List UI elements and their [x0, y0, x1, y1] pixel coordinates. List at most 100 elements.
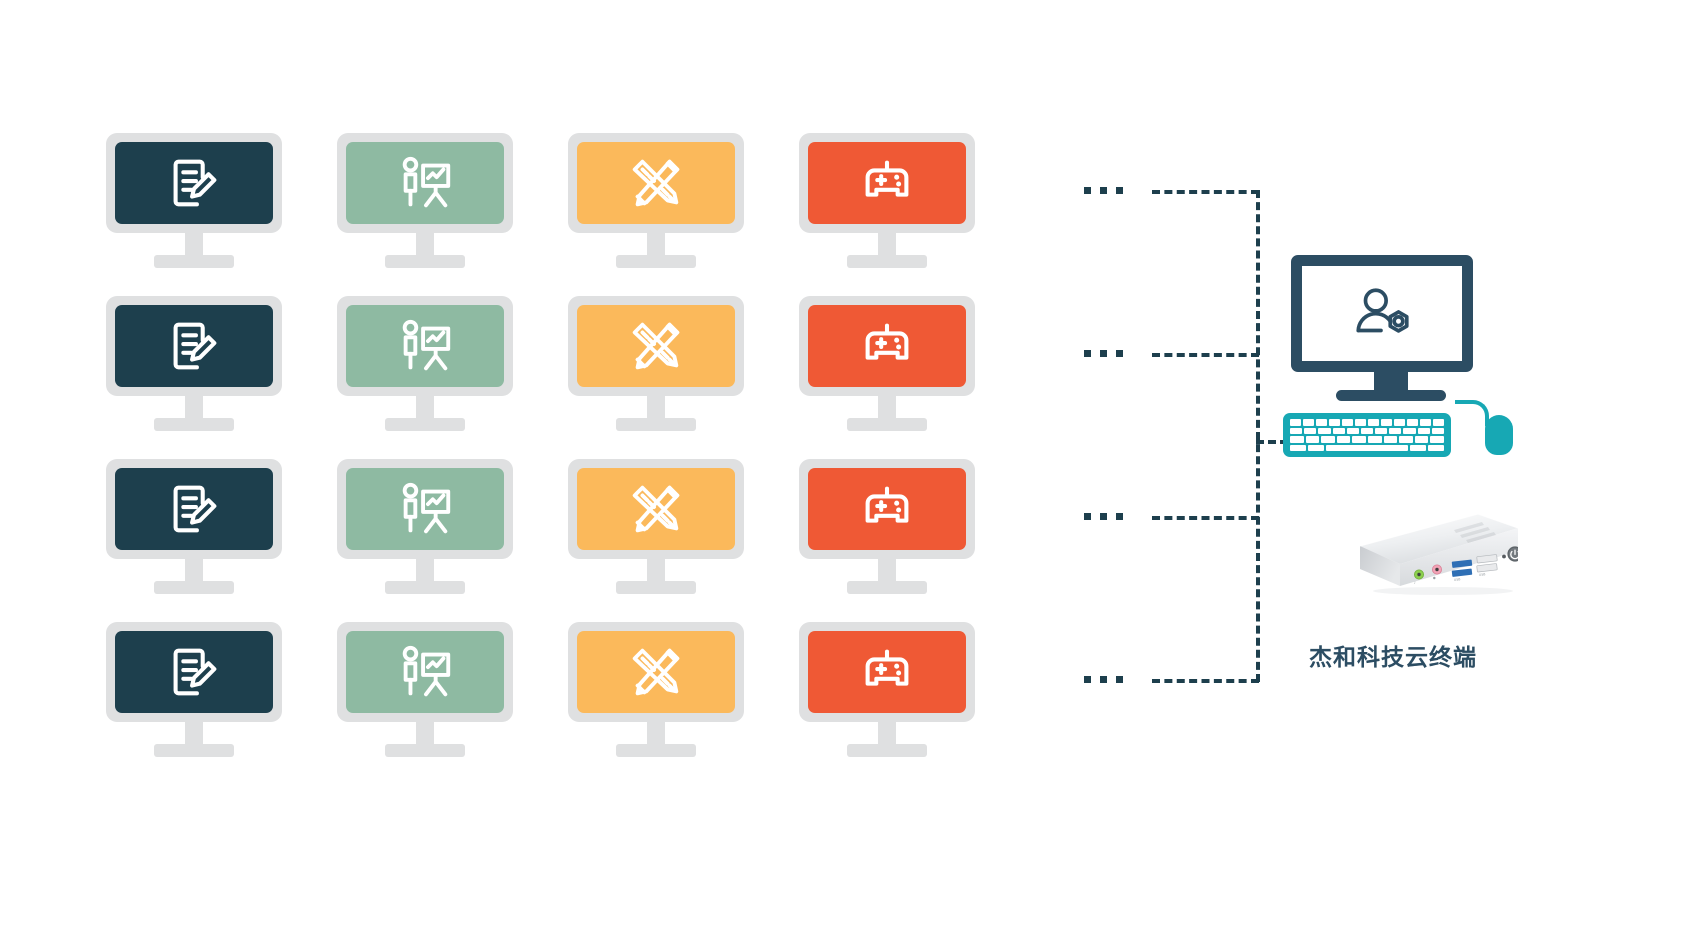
key [1304, 427, 1317, 434]
monitor-bezel [106, 133, 282, 233]
status-led [1502, 554, 1506, 559]
monitor-screen [577, 142, 735, 224]
monitor-neck [878, 396, 896, 418]
monitor-bezel [106, 459, 282, 559]
monitor-neck [416, 559, 434, 581]
client-monitor-r3c1[interactable] [106, 459, 282, 594]
monitor-base [847, 581, 927, 594]
client-monitor-r1c2[interactable] [337, 133, 513, 268]
key [1346, 427, 1359, 434]
monitor-base [385, 744, 465, 757]
key [1375, 427, 1388, 434]
monitor-bezel [106, 296, 282, 396]
client-monitor-r3c4[interactable] [799, 459, 975, 594]
monitor-screen [346, 631, 504, 713]
client-monitor-r2c1[interactable] [106, 296, 282, 431]
monitor-neck [647, 722, 665, 744]
client-monitor-r3c2[interactable] [337, 459, 513, 594]
gamepad-icon [865, 160, 909, 197]
key [1316, 419, 1327, 426]
key [1409, 444, 1426, 451]
ellipsis-dot [1116, 513, 1123, 520]
gamepad-icon [865, 486, 909, 523]
mini-pc-icon[interactable]: ♪ ● USB USB [1268, 498, 1523, 628]
admin-terminal[interactable] [1283, 255, 1513, 459]
terminal-caption: 杰和科技云终端 [1309, 645, 1477, 671]
client-monitor-r2c2[interactable] [337, 296, 513, 431]
key [1420, 419, 1431, 426]
keyboard-icon[interactable] [1283, 413, 1451, 457]
gamepad-icon [865, 649, 909, 686]
ellipsis-dot [1116, 187, 1123, 194]
ellipsis-dot [1084, 187, 1091, 194]
monitor-screen [346, 305, 504, 387]
monitor-neck [878, 559, 896, 581]
client-monitor-grid [106, 133, 975, 757]
key [1407, 419, 1418, 426]
key [1417, 427, 1430, 434]
key [1290, 436, 1304, 443]
client-monitor-r1c4[interactable] [799, 133, 975, 268]
monitor-bezel [799, 133, 975, 233]
ellipsis-dot [1084, 513, 1091, 520]
connector-branch-1 [1152, 190, 1259, 194]
client-monitor-r2c4[interactable] [799, 296, 975, 431]
key [1290, 444, 1307, 451]
presentation-chart-icon [402, 319, 451, 371]
ellipsis-dot [1116, 676, 1123, 683]
row-ellipsis-4 [1084, 676, 1123, 683]
monitor-neck [878, 722, 896, 744]
ellipsis-dot [1100, 676, 1107, 683]
connector-branch-2 [1152, 353, 1259, 357]
monitor-screen [115, 468, 273, 550]
presentation-chart-icon [402, 156, 451, 208]
svg-text:♪: ♪ [1414, 581, 1416, 585]
monitor-neck [416, 233, 434, 255]
usb2-ports [1476, 554, 1498, 573]
key [1318, 427, 1331, 434]
client-monitor-r4c3[interactable] [568, 622, 744, 757]
monitor-base [847, 744, 927, 757]
monitor-base [616, 255, 696, 268]
client-monitor-r1c1[interactable] [106, 133, 282, 268]
keyboard-row [1290, 419, 1444, 426]
monitor-base [154, 744, 234, 757]
monitor-base [385, 581, 465, 594]
pencil-ruler-icon [632, 648, 680, 696]
connector-branch-3 [1152, 516, 1259, 520]
monitor-base [154, 581, 234, 594]
mouse-icon[interactable] [1485, 415, 1513, 455]
key [1414, 436, 1429, 443]
presentation-chart-icon [402, 645, 451, 697]
microphone-jack [1431, 564, 1442, 575]
client-monitor-r2c3[interactable] [568, 296, 744, 431]
gamepad-icon [865, 323, 909, 360]
client-monitor-r4c1[interactable] [106, 622, 282, 757]
client-monitor-r4c2[interactable] [337, 622, 513, 757]
client-monitor-r3c3[interactable] [568, 459, 744, 594]
monitor-bezel [799, 296, 975, 396]
document-pencil-icon [173, 159, 217, 207]
admin-monitor[interactable] [1291, 255, 1491, 401]
svg-text:●: ● [1433, 576, 1436, 580]
client-monitor-r4c4[interactable] [799, 622, 975, 757]
monitor-neck [185, 722, 203, 744]
monitor-bezel [799, 622, 975, 722]
client-monitor-r1c3[interactable] [568, 133, 744, 268]
pencil-ruler-icon [632, 159, 680, 207]
monitor-screen [808, 631, 966, 713]
monitor-screen [577, 305, 735, 387]
input-devices-row [1283, 400, 1513, 459]
ellipsis-dot [1084, 676, 1091, 683]
admin-monitor-neck [1374, 372, 1408, 390]
key [1427, 444, 1444, 451]
key [1383, 436, 1398, 443]
key [1394, 419, 1405, 426]
monitor-screen [808, 142, 966, 224]
svg-text:USB: USB [1454, 577, 1461, 582]
connector-branch-4 [1152, 679, 1259, 683]
ellipsis-dot [1100, 350, 1107, 357]
key [1332, 427, 1345, 434]
key [1399, 436, 1413, 443]
